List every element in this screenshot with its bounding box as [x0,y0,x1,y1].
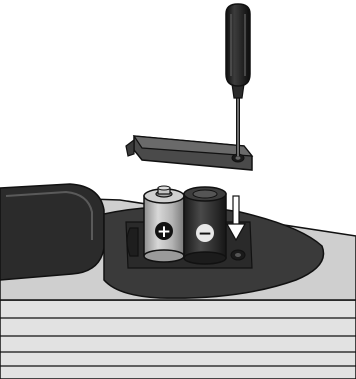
device-housing [0,184,104,280]
battery-negative: − [184,187,226,264]
positive-symbol: + [157,222,171,242]
housing-body [0,184,104,280]
base-bottom-layer [0,300,356,379]
cover-tab [126,140,134,156]
battery-clip [127,228,138,256]
screwdriver-icon [226,4,250,156]
negative-symbol: − [198,224,212,244]
battery-cover [126,136,252,170]
battery-positive: + [144,186,184,262]
